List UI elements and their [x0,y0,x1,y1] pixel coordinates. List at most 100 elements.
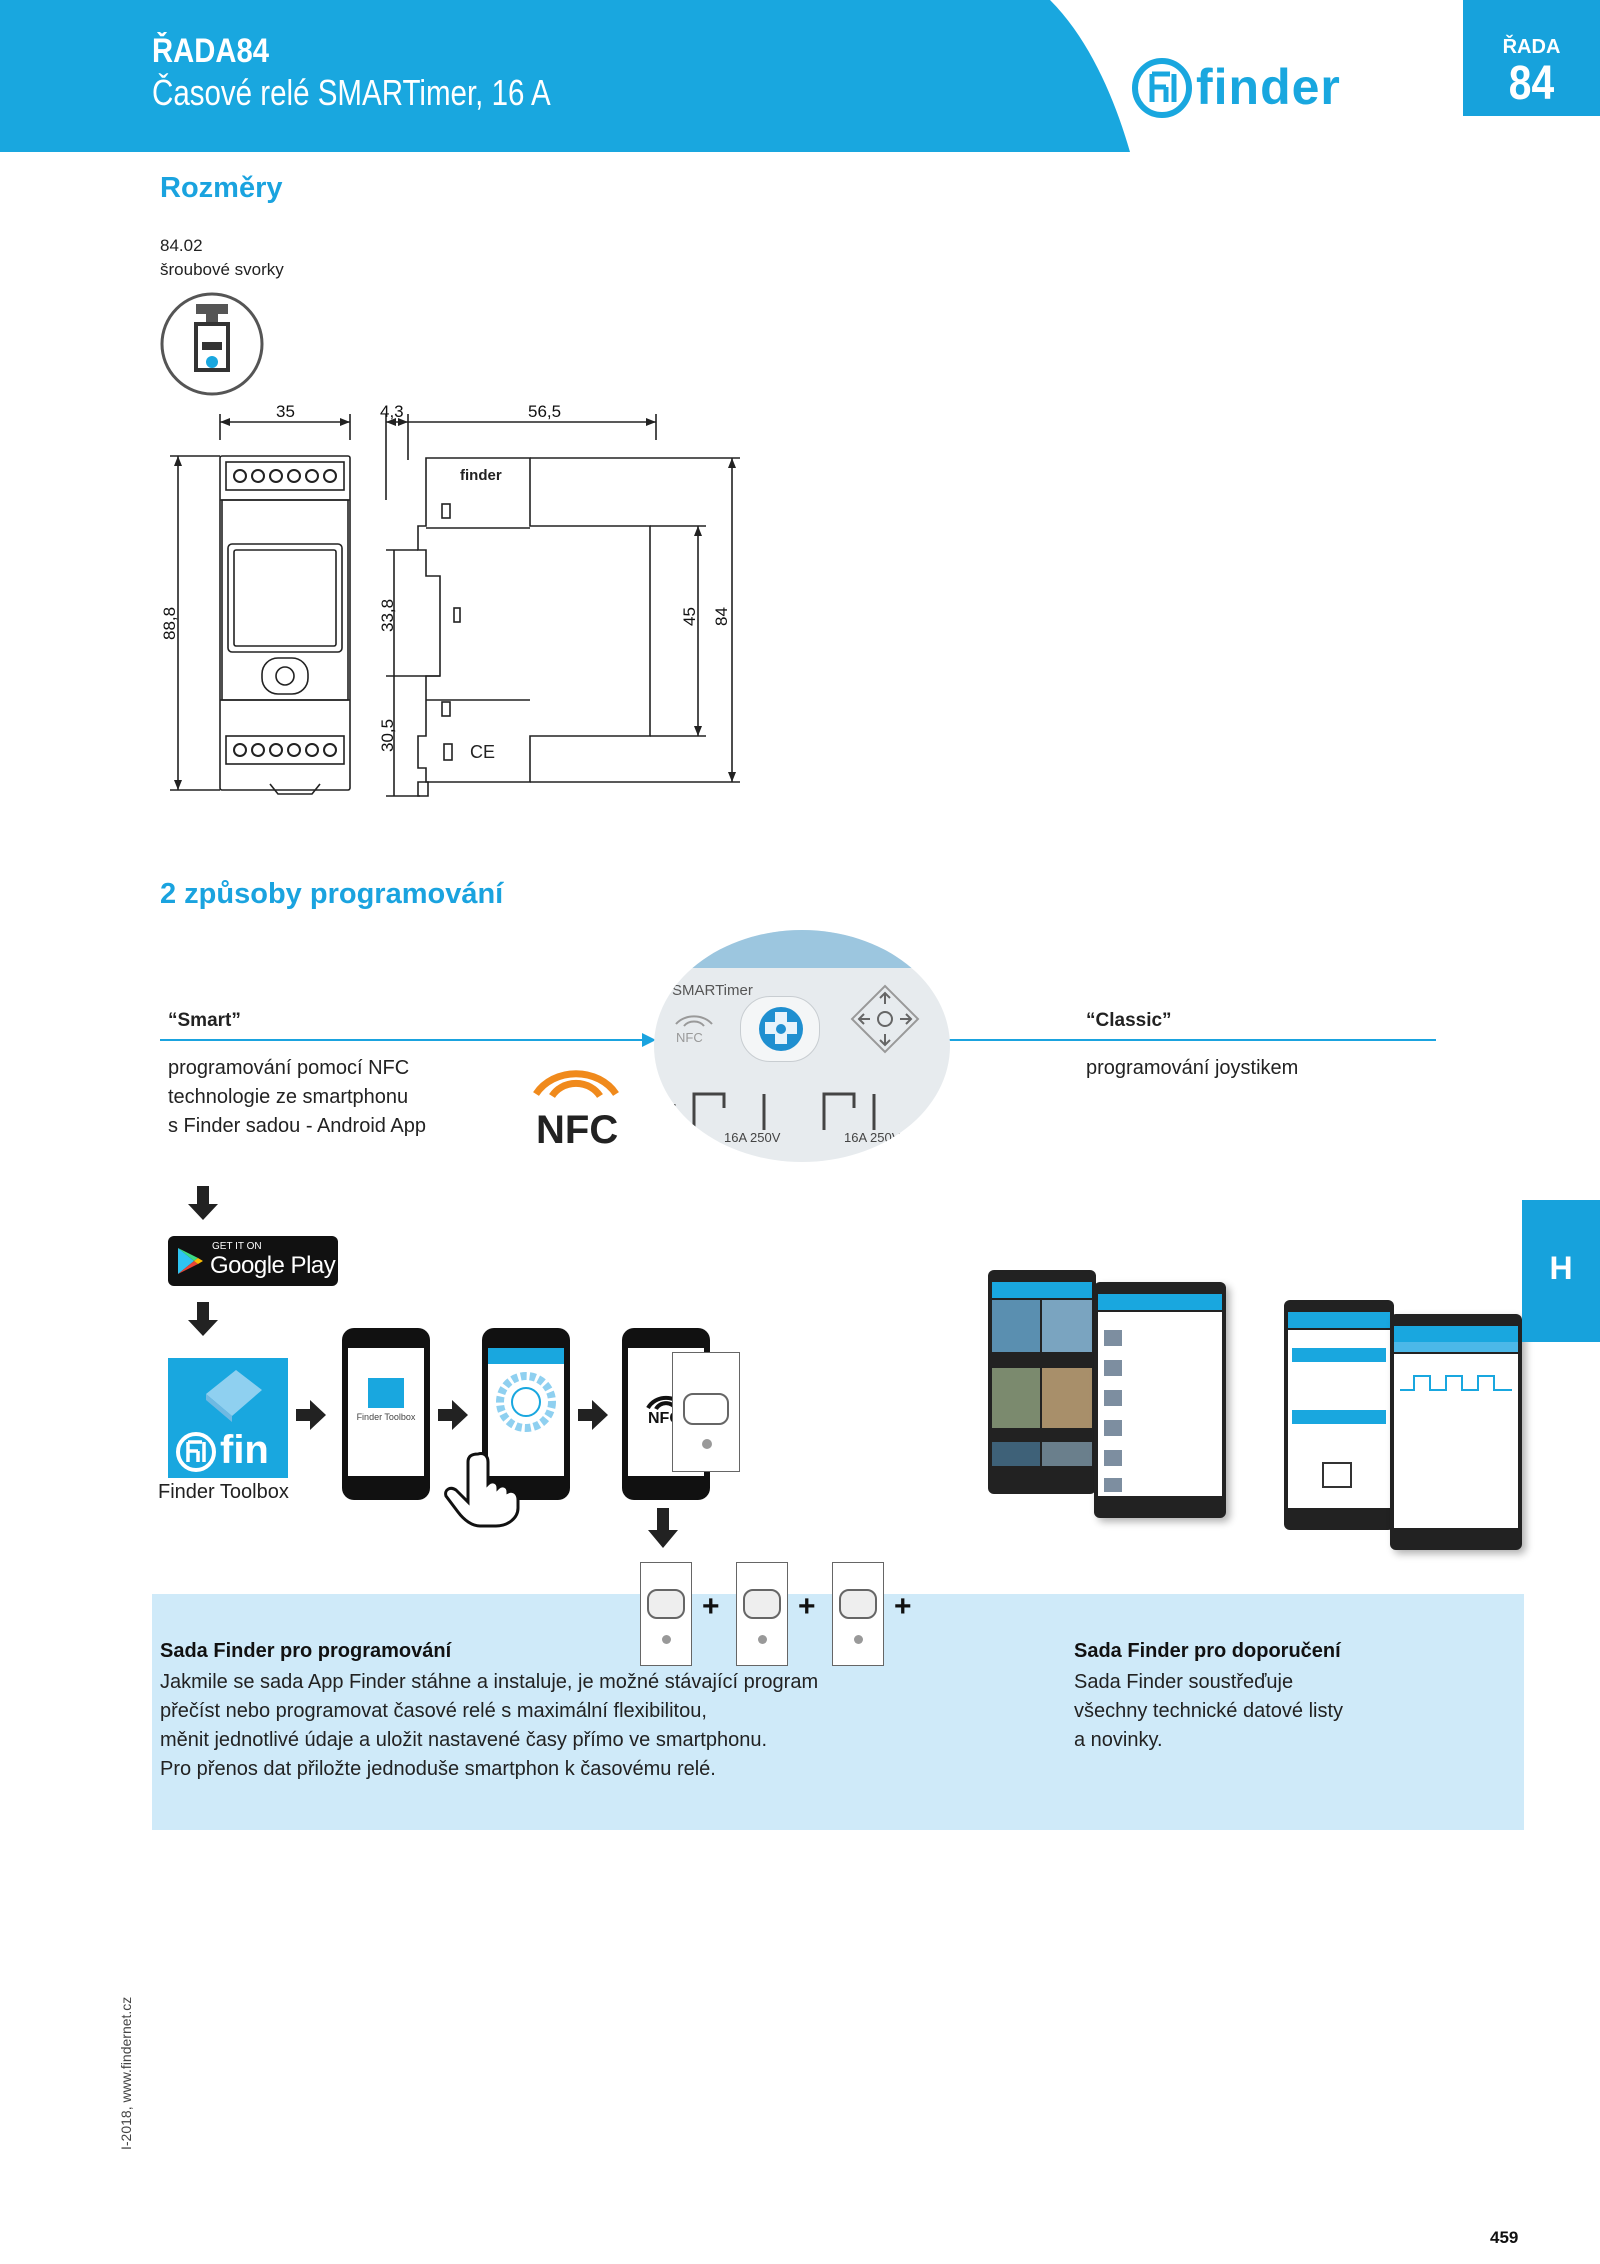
google-play-top: GET IT ON [212,1241,262,1252]
finder-logo: finder [1130,52,1370,122]
screenshot-1-tile [1042,1368,1092,1428]
arrow-down-icon [648,1508,678,1548]
smart-text-line-2: technologie ze smartphonu [168,1086,409,1108]
device-top-strip [654,930,950,968]
dim-30-5: 30,5 [378,718,397,752]
relay-led [702,1439,712,1449]
output-relay-symbols [672,1092,876,1130]
series-tab [1463,0,1600,116]
info-right-line-2: všechny technické datové listy [1074,1700,1344,1722]
side-view [386,457,740,797]
side-brand-mark: finder [460,467,502,484]
finder-logo-icon [1132,58,1192,118]
timing-diagram-icon [1400,1375,1512,1391]
section-tab-label: H [1549,1250,1573,1286]
dim-88-8: 88,8 [160,606,179,640]
info-left-line-2: přečíst nebo programovat časové relé s m… [160,1700,707,1722]
screw-terminal-icon [160,292,264,396]
screenshot-1-tile [992,1442,1040,1466]
screenshot-4-appbar [1394,1326,1518,1342]
programming-heading: 2 způsoby programování [160,878,504,910]
app-screenshot-2 [1094,1282,1226,1518]
screenshot-2-list [1098,1312,1222,1496]
header-band [0,0,1600,152]
dim-4-3: 4,3 [380,402,404,421]
series-subtitle: Časové relé SMARTimer, 16 A [152,72,551,113]
device-rating-1: 16A 250V [724,1130,781,1145]
app-screenshot-1 [988,1270,1096,1494]
info-left-line-3: měnit jednotlivé údaje a uložit nastaven… [160,1729,768,1751]
app-screenshot-3 [1284,1300,1394,1530]
info-left-line-1: Jakmile se sada App Finder stáhne a inst… [160,1671,819,1693]
relay-glyph-icon [206,1370,262,1422]
device-label: SMARTimer [672,982,753,999]
joystick-directions-icon [850,984,920,1054]
section-tab [1522,1200,1600,1342]
phone-app-label: Finder Toolbox [356,1412,416,1422]
footer-imprint: I-2018, www.findernet.cz [118,1996,134,2150]
finder-toolbox-app-icon[interactable]: fin [168,1358,288,1478]
classic-title: “Classic” [1086,1010,1172,1031]
screenshot-1-appbar [992,1282,1092,1298]
screenshot-1-tile [1042,1300,1092,1352]
dimension-drawing: finder CE [170,414,740,797]
dim-33-8: 33,8 [378,598,397,632]
app-screenshot-4 [1390,1314,1522,1550]
smart-text-line-3: s Finder sadou - Android App [168,1115,426,1137]
relay-behind-phone [672,1352,740,1472]
screenshot-4-content [1394,1354,1518,1528]
svg-text:NFC: NFC [676,1030,703,1044]
series-tab-label: ŘADA [1502,36,1561,58]
timer-dial-icon [496,1372,556,1432]
hand-pointer-icon [444,1452,520,1528]
screenshot-1-tile [1042,1442,1092,1466]
phone-app-icon [368,1378,404,1408]
plus-sign: + [894,1590,912,1623]
phone-2 [482,1328,570,1500]
relay-module-3 [832,1562,884,1666]
finder-mark-icon [176,1432,216,1472]
toolbox-icon-text: fin [220,1428,269,1472]
relay-module-2 [736,1562,788,1666]
toolbox-label: Finder Toolbox [158,1481,289,1503]
arrow-down-icon [188,1302,218,1336]
joystick-icon[interactable] [754,1002,808,1056]
device-nfc-icon: NFC [675,1015,713,1044]
smart-text-line-1: programování pomocí NFC [168,1057,410,1079]
google-play-badge[interactable]: GET IT ON Google Play [168,1236,338,1286]
relay-module-1 [640,1562,692,1666]
front-terminals [233,469,337,757]
device-rating-2: 16A 250V [844,1130,901,1145]
phone-1-screen: Finder Toolbox [348,1348,424,1476]
phone-1: Finder Toolbox [342,1328,430,1500]
nfc-waves-icon [533,1070,619,1098]
phone-2-appbar [488,1348,564,1364]
series-tab-number: 84 [1508,57,1555,110]
plus-sign: + [702,1590,720,1623]
dim-56-5: 56,5 [528,402,562,421]
dim-84: 84 [712,607,731,626]
finder-wordmark: finder [1196,59,1341,115]
device-closeup: SMARTimer NFC 16A 250V 16A 250V [654,930,950,1162]
screenshot-1-tile [992,1300,1040,1352]
smart-title: “Smart” [168,1010,241,1031]
relay-window [683,1393,729,1425]
info-left-heading: Sada Finder pro programování [160,1640,452,1662]
plus-sign: + [798,1590,816,1623]
phone-2-screen [488,1348,564,1476]
google-play-icon [178,1248,203,1274]
ce-mark: CE [470,742,495,762]
terminal-type: šroubové svorky [160,260,284,279]
screenshot-3-appbar [1288,1312,1390,1328]
screenshot-1-tile [992,1368,1040,1428]
google-play-bottom: Google Play [210,1252,336,1279]
screenshot-2-appbar [1098,1294,1222,1310]
dimensions-heading: Rozměry [160,172,283,204]
screenshot-3-content [1288,1330,1390,1508]
dim-45: 45 [680,607,699,626]
arrow-right-icon [438,1400,468,1430]
arrow-right-icon [296,1400,326,1430]
info-right-heading: Sada Finder pro doporučení [1074,1640,1341,1662]
series-title: ŘADA84 [152,32,270,70]
classic-text: programování joystikem [1086,1057,1299,1079]
